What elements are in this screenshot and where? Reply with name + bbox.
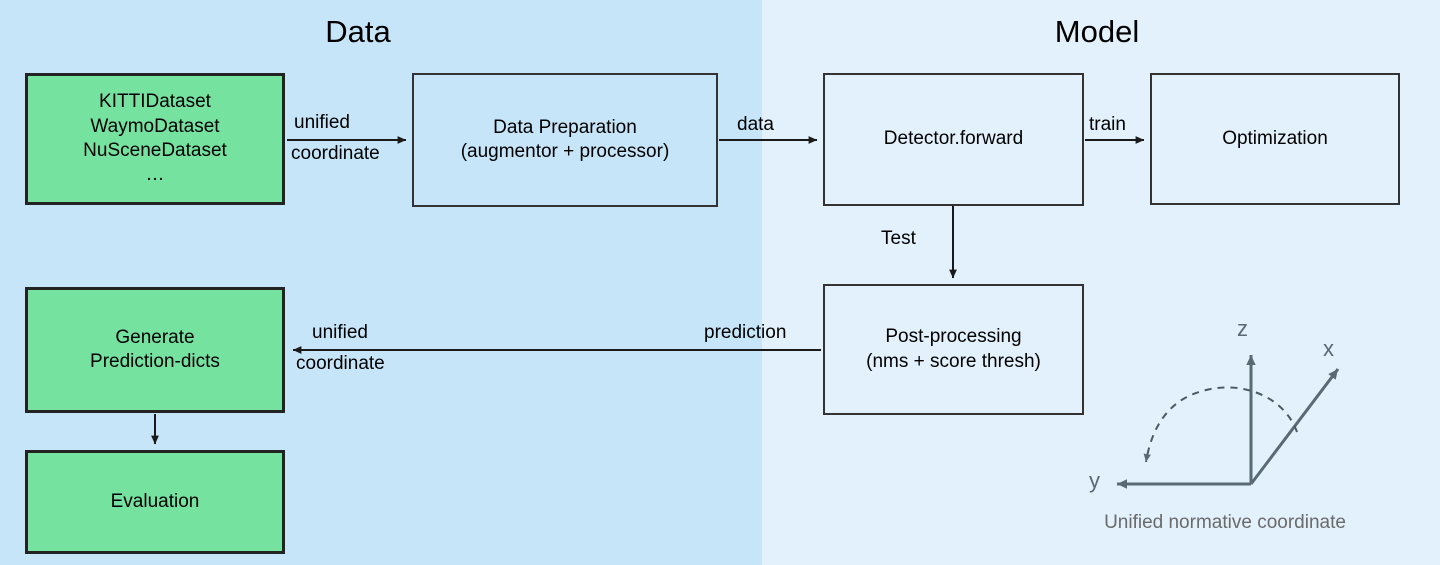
section-title-data: Data: [325, 14, 391, 49]
edge-label-train: train: [1089, 114, 1126, 135]
edge-label-data: data: [737, 114, 774, 135]
node-data-preparation-line-1: Data Preparation: [493, 116, 637, 138]
edge-label-unified-bottom: unified: [312, 322, 368, 343]
edge-label-unified-top: unified: [294, 112, 350, 133]
node-optimization-label: Optimization: [1222, 127, 1328, 149]
node-generate-prediction-dicts[interactable]: Generate Prediction-dicts: [25, 287, 285, 413]
node-evaluation[interactable]: Evaluation: [25, 450, 285, 554]
coordinate-gizmo: [1117, 355, 1340, 489]
node-post-processing[interactable]: Post-processing (nms + score thresh): [823, 284, 1084, 415]
node-generate-prediction-dicts-line-1: Generate: [115, 326, 195, 348]
node-detector-forward[interactable]: Detector.forward: [823, 73, 1084, 206]
edge-label-prediction: prediction: [704, 322, 787, 343]
section-title-model: Model: [1054, 14, 1140, 49]
node-datasets-line-2: WaymoDataset: [90, 115, 220, 137]
node-datasets-line-3: NuSceneDataset: [83, 140, 227, 161]
node-data-preparation[interactable]: Data Preparation (augmentor + processor): [412, 73, 718, 207]
node-datasets-line-1: KITTIDataset: [99, 91, 211, 113]
node-datasets[interactable]: KITTIDataset WaymoDataset NuSceneDataset…: [25, 73, 285, 205]
edge-label-test: Test: [881, 228, 916, 249]
node-detector-forward-label: Detector.forward: [883, 128, 1024, 150]
node-data-preparation-line-2: (augmentor + processor): [460, 141, 670, 162]
edge-label-coordinate-bottom: coordinate: [296, 353, 385, 374]
node-optimization[interactable]: Optimization: [1150, 73, 1400, 205]
node-evaluation-label: Evaluation: [110, 490, 200, 512]
axis-label-y: y: [1089, 468, 1100, 493]
coordinate-system-caption: Unified normative coordinate: [1104, 512, 1346, 533]
axis-label-x: x: [1323, 336, 1334, 361]
axis-label-z: z: [1237, 316, 1248, 341]
node-generate-prediction-dicts-line-2: Prediction-dicts: [90, 351, 220, 372]
node-post-processing-line-2: (nms + score thresh): [866, 350, 1041, 372]
node-datasets-line-4: …: [145, 164, 165, 186]
node-post-processing-line-1: Post-processing: [885, 326, 1022, 348]
edge-label-coordinate-top: coordinate: [291, 143, 380, 164]
model-region-background: [762, 0, 1440, 565]
